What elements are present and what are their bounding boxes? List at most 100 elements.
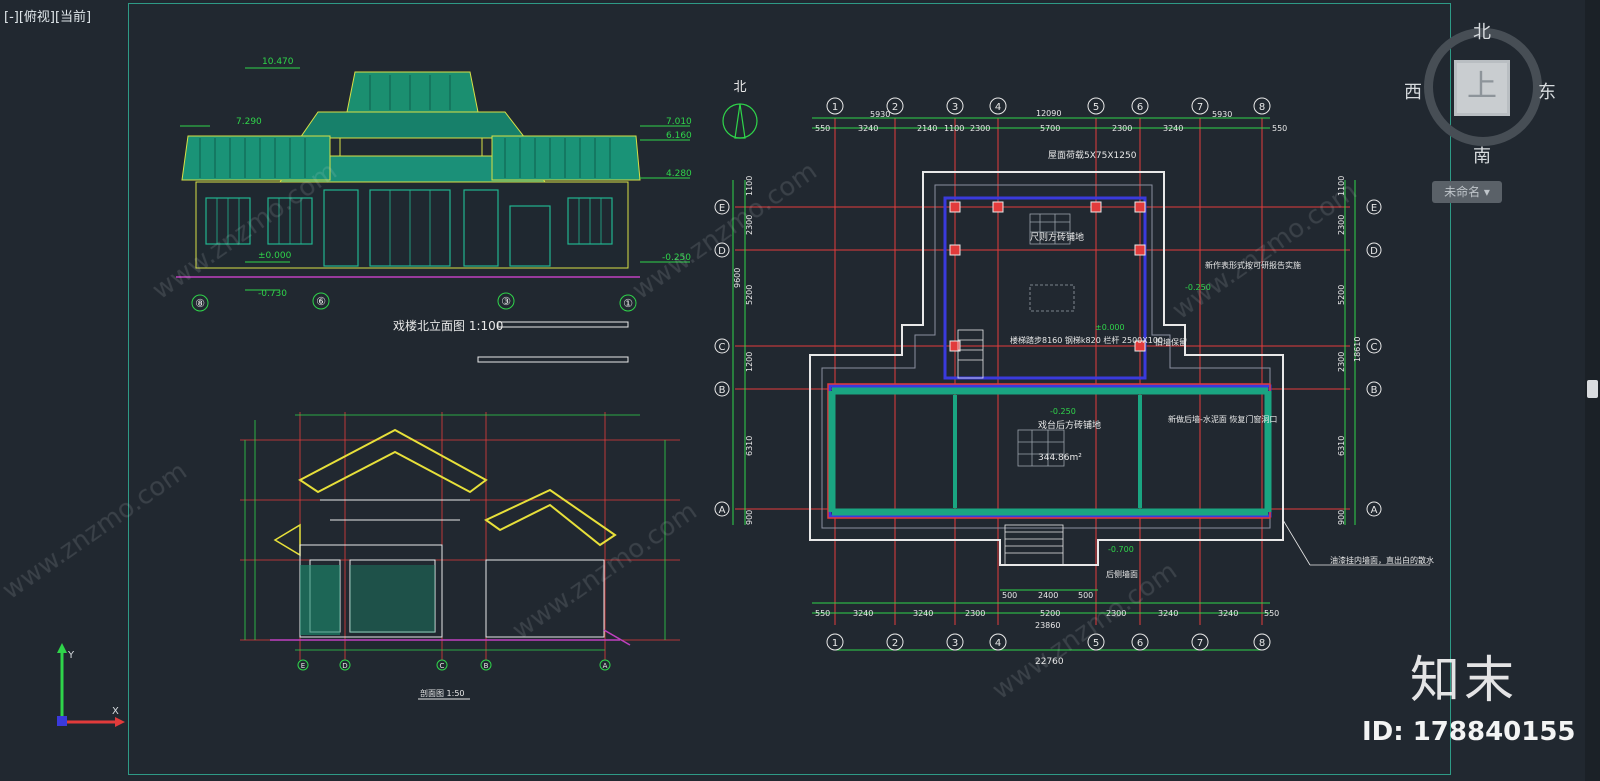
plan-right-dim-4: 2300 [1337,352,1346,372]
plan-left-dim-4: 1200 [745,352,754,372]
plan-axis-top-4: 4 [995,102,1001,113]
plan-axis-top-3: 3 [952,102,958,113]
plan-note-back-wall: 新做后墙-水泥面 恢复门窗洞口 [1168,414,1277,424]
plan-axis-top-8: 8 [1259,102,1265,113]
plan-top-dim-4: 1100 [944,124,964,133]
plan-top-sub-2: 12090 [1036,109,1061,118]
plan-right-dim-2: 2300 [1337,215,1346,235]
plan-level-3: -0.250 [1050,407,1076,416]
plan-axis-right-e: E [1371,203,1377,214]
plan-axis-top-1: 1 [832,102,838,113]
watermark-3: www.znzmo.com [1167,176,1363,326]
wcs-menu-label: 未命名 [1444,185,1481,199]
plan-left-dim-3: 5200 [745,285,754,305]
plan-top-dim-2: 3240 [858,124,878,133]
elev-axis-8: ⑧ [195,297,205,310]
floor-plan-drawing: 北 [714,80,1434,667]
plan-axis-bottom-6: 6 [1137,638,1143,649]
plan-axis-left-e: E [719,203,725,214]
plan-bottom-dim-3: 3240 [913,609,933,618]
compass-east[interactable]: 东 [1538,82,1556,103]
elev-level-8: -0.730 [258,289,287,299]
section-axis-e: E [301,662,305,670]
elev-level-3: 7.010 [666,117,692,127]
plan-axis-bottom-3: 3 [952,638,958,649]
plan-axis-bottom-5: 5 [1093,638,1099,649]
plan-axis-bottom-1: 1 [832,638,838,649]
plan-axis-left-a: A [719,505,726,516]
plan-level-4: -0.700 [1108,545,1134,554]
elev-level-5: 4.280 [666,169,692,179]
elev-level-2: 7.290 [236,117,262,127]
elev-axis-1: ① [623,297,633,310]
plan-axis-bottom-2: 2 [892,638,898,649]
section-axis-b: B [484,662,489,670]
plan-left-dim-5: 6310 [745,436,754,456]
elev-level-top: 10.470 [262,57,294,67]
plan-inner-total: 23860 [1035,621,1060,630]
plan-left-dim-1: 1100 [745,176,754,196]
plan-bottom-dim-7: 3240 [1158,609,1178,618]
elev-level-4: 6.160 [666,131,692,141]
plan-north-label: 北 [733,80,746,95]
plan-left-total: 9600 [733,268,742,288]
plan-right-total: 18610 [1353,337,1362,362]
plan-bottom-dim-5: 5200 [1040,609,1060,618]
wcs-menu-button[interactable]: 未命名 ▾ [1432,181,1502,203]
drawing-sheet-frame [128,3,1451,775]
plan-top-dim-6: 5700 [1040,124,1060,133]
section-drawing: E D C B A 剖面图 1:50 [240,412,680,700]
plan-axis-right-a: A [1371,505,1378,516]
plan-top-dim-8: 3240 [1163,124,1183,133]
plan-overall-total: 22760 [1035,657,1064,667]
viewcube-top-face[interactable]: 上 [1454,60,1510,116]
plan-note-floor-2: 戏台后方砖铺地 [1038,419,1101,431]
plan-note-floor-1: 尺则方砖铺地 [1030,231,1084,243]
resource-id: ID: 178840155 [1362,717,1576,747]
section-axis-d: D [342,662,347,670]
watermark-4: www.znzmo.com [0,456,193,606]
plan-bottom-dim-4: 2300 [965,609,985,618]
plan-top-sub-3: 5930 [1212,110,1232,119]
plan-note-roof: 屋面荷载5X75X1250 [1048,149,1137,161]
plan-bottom-dim-8: 3240 [1218,609,1238,618]
plan-axis-top-7: 7 [1197,102,1203,113]
ucs-x-label: X [112,706,119,717]
watermark-6: www.znzmo.com [987,556,1183,706]
plan-bottom-dim-6: 2300 [1106,609,1126,618]
plan-axis-bottom-4: 4 [995,638,1001,649]
compass-west[interactable]: 西 [1404,82,1422,103]
plan-note-old-wall: 旧墙保留 [1155,337,1187,347]
plan-axis-left-c: C [719,342,726,353]
plan-left-dim-2: 2300 [745,215,754,235]
plan-stair-dim-3: 500 [1078,591,1093,600]
compass-north[interactable]: 北 [1473,22,1491,43]
plan-axis-bottom-7: 7 [1197,638,1203,649]
plan-top-dim-7: 2300 [1112,124,1132,133]
section-axis-a: A [603,662,608,670]
plan-axis-top-5: 5 [1093,102,1099,113]
watermark-2: www.znzmo.com [627,156,823,306]
ucs-y-label: Y [68,650,75,661]
scrollbar-thumb[interactable] [1587,380,1598,398]
plan-axis-right-c: C [1371,342,1378,353]
plan-axis-bottom-8: 8 [1259,638,1265,649]
plan-top-sub-1: 5930 [870,110,890,119]
plan-axis-right-b: B [1371,385,1378,396]
section-title: 剖面图 1:50 [420,688,465,698]
plan-axis-top-6: 6 [1137,102,1143,113]
ucs-icon [57,643,125,727]
plan-level-2: ±0.000 [1095,323,1125,332]
elevation-title: 戏楼北立面图 1:100 [393,318,503,333]
brand-logo: 知末 [1410,651,1518,709]
compass-south[interactable]: 南 [1473,146,1491,167]
elev-axis-6: ⑥ [316,295,326,308]
viewcube[interactable]: 上 北 南 东 西 未命名 ▾ [1398,16,1570,216]
compass-ring[interactable] [1424,28,1542,146]
plan-right-dim-5: 6310 [1337,436,1346,456]
plan-note-stair: 楼梯踏步8160 钢梯k820 栏杆 2500X100 [1010,335,1163,345]
chevron-down-icon: ▾ [1483,185,1490,199]
viewport-controls-label[interactable]: [-][俯视][当前] [4,10,92,25]
plan-bottom-dim-9: 550 [1264,609,1279,618]
